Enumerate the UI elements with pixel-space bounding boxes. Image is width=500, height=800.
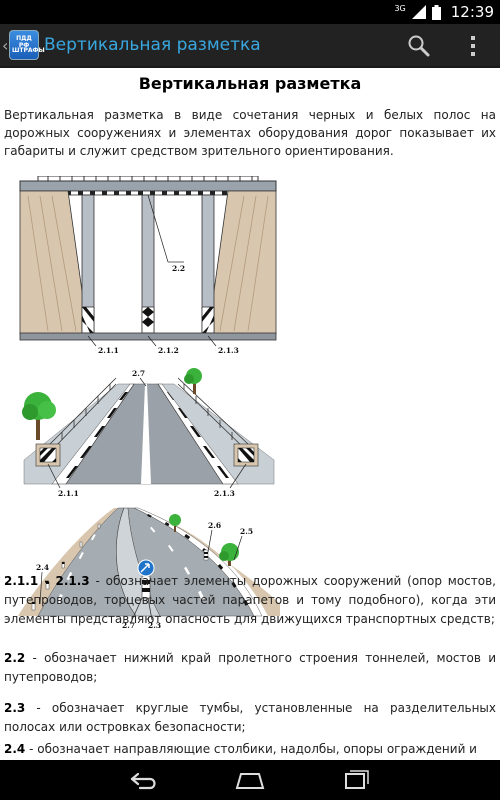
- paragraph-code: 2.3: [4, 701, 26, 715]
- paragraph-text: - обозначает нижний край пролетного стро…: [4, 651, 496, 684]
- paragraph-code: 2.4: [4, 742, 26, 756]
- paragraph-2-3: 2.3 - обозначает круглые тумбы, установл…: [4, 699, 496, 737]
- fig1-label-2-1-1: 2.1.1: [98, 346, 119, 355]
- back-icon[interactable]: [128, 768, 160, 792]
- paragraph-2-2: 2.2 - обозначает нижний край пролетного …: [4, 649, 496, 687]
- article-content[interactable]: Вертикальная разметка Вертикальная разме…: [0, 68, 500, 760]
- fig3-label-2-5: 2.5: [240, 527, 253, 536]
- status-bar: 3G 12:39: [0, 0, 500, 24]
- page-title: Вертикальная разметка: [138, 74, 362, 93]
- fig3-label-2-4: 2.4: [36, 563, 49, 572]
- app-icon-line2: ШТРАФЫ: [12, 47, 45, 54]
- fig1-label-2-2: 2.2: [172, 264, 185, 273]
- paragraph-code: 2.1.1 - 2.1.3: [4, 574, 90, 588]
- road-parapets-illustration: 2.7 2.1.1 2.1.3: [22, 368, 275, 498]
- fig1-label-2-1-3: 2.1.3: [218, 346, 239, 355]
- recents-icon[interactable]: [340, 768, 372, 792]
- action-bar: ‹ ПДД РФ ШТРАФЫ Вертикальная разметка: [0, 24, 500, 68]
- signal-icon: [411, 5, 426, 19]
- fig1-label-2-1-2: 2.1.2: [158, 346, 179, 355]
- paragraph-text: - обозначает элементы дорожных сооружени…: [4, 574, 496, 626]
- fig3-label-2-7: 2.7: [122, 621, 135, 630]
- app-icon-line1: ПДД РФ: [16, 35, 32, 49]
- paragraph-text: - обозначает направляющие столбики, надо…: [25, 742, 477, 756]
- overpass-illustration: 2.2 2.1.1 2.1.2 2.1.3: [19, 176, 277, 355]
- status-icons: 3G 12:39: [394, 0, 494, 24]
- fig3-label-2-3: 2.3: [148, 621, 161, 630]
- navigation-bar: [0, 760, 500, 800]
- paragraph-2-1: 2.1.1 - 2.1.3 - обозначает элементы доро…: [4, 572, 496, 629]
- search-icon[interactable]: [406, 33, 432, 59]
- fig3-label-2-6: 2.6: [208, 521, 221, 530]
- intro-paragraph: Вертикальная разметка в виде сочетания ч…: [4, 108, 496, 158]
- status-time: 12:39: [450, 3, 494, 21]
- home-icon[interactable]: [234, 768, 266, 792]
- paragraph-2-4: 2.4 - обозначает направляющие столбики, …: [4, 740, 496, 759]
- curved-road-illustration: 2.6 2.5 2.4 2.7 2.3: [18, 507, 280, 630]
- fig2-label-2-1-1: 2.1.1: [58, 489, 79, 498]
- fig2-label-2-7: 2.7: [132, 369, 145, 378]
- overflow-menu-icon[interactable]: [464, 33, 482, 59]
- fig2-label-2-1-3: 2.1.3: [214, 489, 235, 498]
- network-type: 3G: [394, 3, 406, 13]
- battery-icon: [431, 4, 441, 20]
- app-icon[interactable]: ПДД РФ ШТРАФЫ: [9, 30, 45, 60]
- paragraph-text: - обозначает круглые тумбы, установленны…: [4, 701, 496, 734]
- action-bar-title: Вертикальная разметка: [44, 35, 261, 55]
- up-chevron-icon[interactable]: ‹: [2, 36, 9, 55]
- paragraph-code: 2.2: [4, 651, 26, 665]
